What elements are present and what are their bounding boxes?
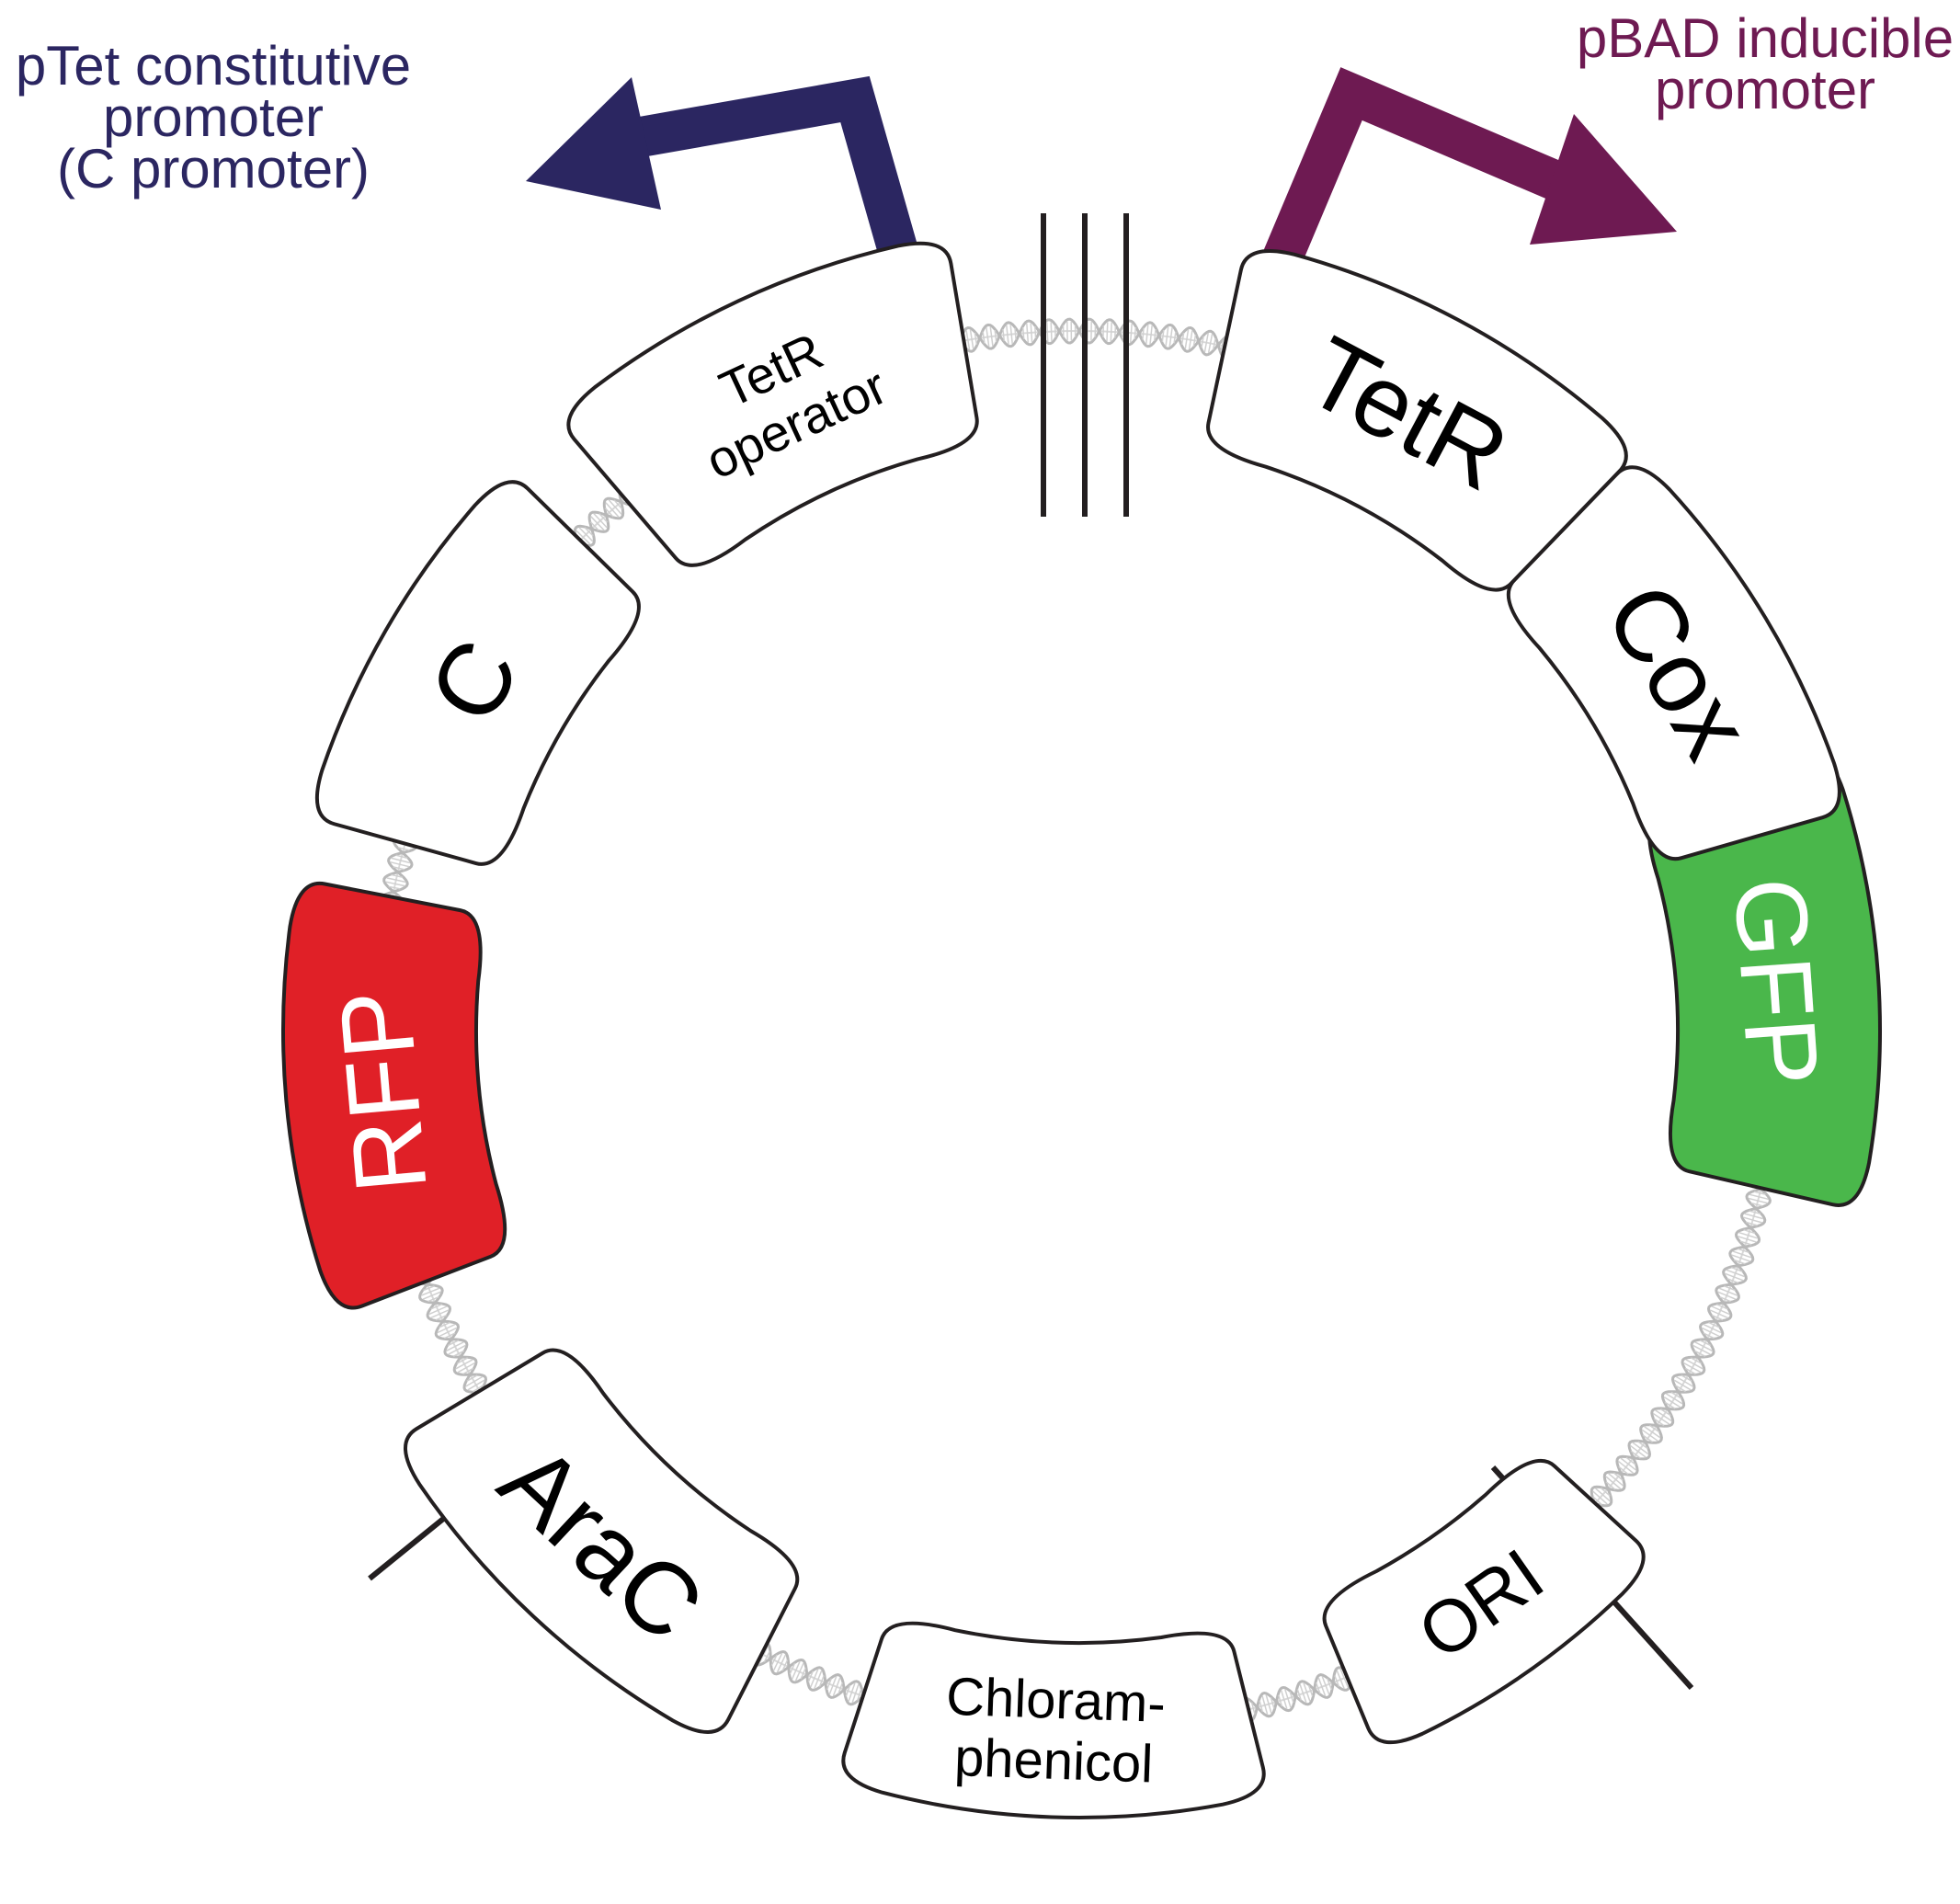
pbad-label-line-2: promoter — [1655, 59, 1875, 120]
part-arac-box — [404, 1348, 800, 1734]
part-c: C — [314, 480, 641, 866]
part-ori-box — [1322, 1458, 1646, 1745]
pbad-label-line-1: pBAD inducible — [1577, 7, 1954, 69]
pbad-promoter-label: pBAD inducible promoter — [1577, 7, 1954, 120]
part-tetr-box — [1206, 249, 1628, 592]
part-gfp-label-line-1: GFP — [1713, 874, 1840, 1089]
part-rfp: RFP — [281, 881, 507, 1310]
part-chloramphenicol-label: Chloram-phenicol — [945, 1667, 1167, 1795]
ptet-label-line-1: pTet constitutive — [16, 35, 411, 97]
part-cox: Cox — [1506, 465, 1841, 861]
part-tetr-operator-box — [566, 241, 979, 567]
part-rfp-label: RFP — [318, 986, 449, 1197]
part-chloramphenicol: Chloram-phenicol — [841, 1621, 1266, 1819]
part-gfp-label: GFP — [1713, 874, 1840, 1089]
ptet-label-line-2: promoter — [103, 86, 324, 148]
part-chloramphenicol-label-line-2: phenicol — [953, 1727, 1154, 1795]
part-chloramphenicol-label-line-1: Chloram- — [945, 1667, 1167, 1734]
part-gfp: GFP — [1647, 749, 1882, 1207]
ptet-promoter-arrow-head — [526, 77, 661, 210]
ptet-label-line-3: (C promoter) — [57, 138, 370, 200]
pbad-promoter-arrow-head — [1530, 114, 1677, 245]
ptet-promoter-label: pTet constitutive promoter (C promoter) — [16, 35, 411, 200]
part-tetr: TetR — [1206, 249, 1628, 592]
part-c-box — [314, 480, 641, 866]
part-ori: ORI — [1322, 1458, 1646, 1745]
part-rfp-label-line-1: RFP — [318, 986, 449, 1197]
part-chloramphenicol-box — [841, 1621, 1266, 1819]
part-arac: AraC — [404, 1348, 800, 1734]
part-rfp-box — [281, 881, 507, 1310]
